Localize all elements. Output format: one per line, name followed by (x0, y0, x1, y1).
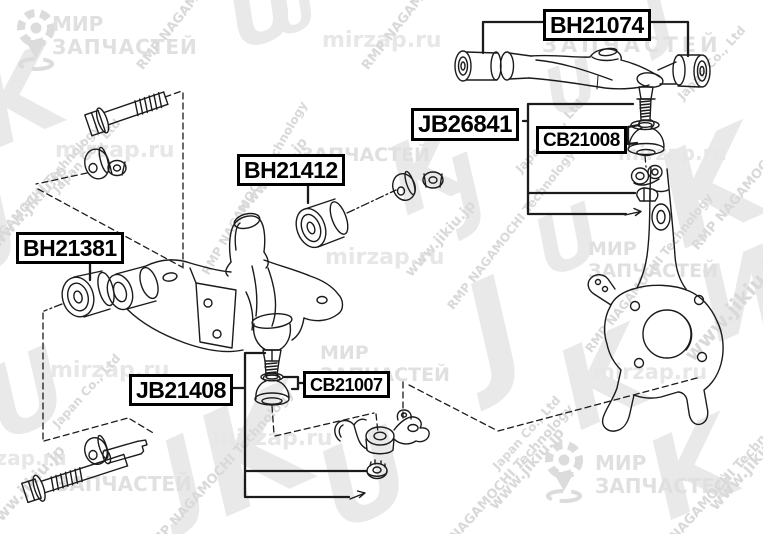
label-leader-lines (88, 20, 690, 499)
watermark-mirzap-ru: mirzap.ru (0, 446, 67, 470)
knuckle-clamp-parts (630, 164, 663, 202)
lower-cotter-pin-arrow (349, 490, 366, 500)
watermark-zapchastei: ЗАПЧАСТЕЙ (595, 474, 732, 498)
watermark-mir: МИР (52, 12, 104, 36)
upper-cotter-pin-arrow (624, 207, 642, 217)
part-label-bh21074: BH21074 (543, 9, 651, 41)
steering-knuckle (587, 167, 724, 432)
upper-boot-washer-cb21008 (627, 119, 665, 157)
part-label-cb21008: CB21008 (536, 126, 627, 154)
lower-cam-bolt (21, 453, 129, 504)
mir-zapchastei-pin-logo (17, 9, 55, 71)
bushing-bh21412 (295, 198, 349, 249)
lower-ball-joint-bracket (334, 409, 430, 455)
lower-control-arm (106, 212, 344, 353)
part-label-jb21408: JB21408 (129, 374, 233, 406)
watermark-mir: МИР (588, 238, 637, 260)
watermark-mirzap-ru: mirzap.ru (593, 360, 708, 384)
bushing-bh21381 (61, 270, 115, 318)
castle-nut (366, 459, 388, 480)
washer-and-nut-bh21412 (392, 170, 444, 201)
upper-control-arm (454, 47, 711, 90)
part-label-cb21007: CB21007 (303, 371, 390, 398)
watermark-mirzap-ru: mirzap.ru (213, 426, 333, 451)
watermark-mir: МИР (595, 451, 647, 475)
upper-ball-joint-stud (636, 86, 656, 121)
watermark-mir: МИР (320, 342, 369, 364)
watermark-mirzap-ru: mirzap.ru (55, 138, 175, 163)
lower-cam-washer-sleeve (84, 434, 148, 465)
lower-ball-joint-jb21408 (251, 313, 293, 406)
watermark-zapchastei: ЗАПЧАСТЕЙ (588, 260, 718, 282)
upper-cam-washer-nut (84, 146, 127, 180)
part-label-bh21381: BH21381 (16, 232, 124, 264)
assembly-guide-lines (35, 90, 698, 442)
watermark-zapchastei: ЗАПЧАСТЕЙ (52, 35, 198, 59)
part-label-bh21412: BH21412 (237, 154, 345, 186)
watermark-mirzap-ru: mirzap.ru (325, 245, 445, 270)
mir-zapchastei-pin-logo (545, 441, 583, 503)
upper-cam-bolt (84, 91, 169, 137)
part-label-jb26841: JB26841 (411, 108, 519, 141)
watermark-mirzap-ru: mirzap.ru (322, 28, 442, 53)
